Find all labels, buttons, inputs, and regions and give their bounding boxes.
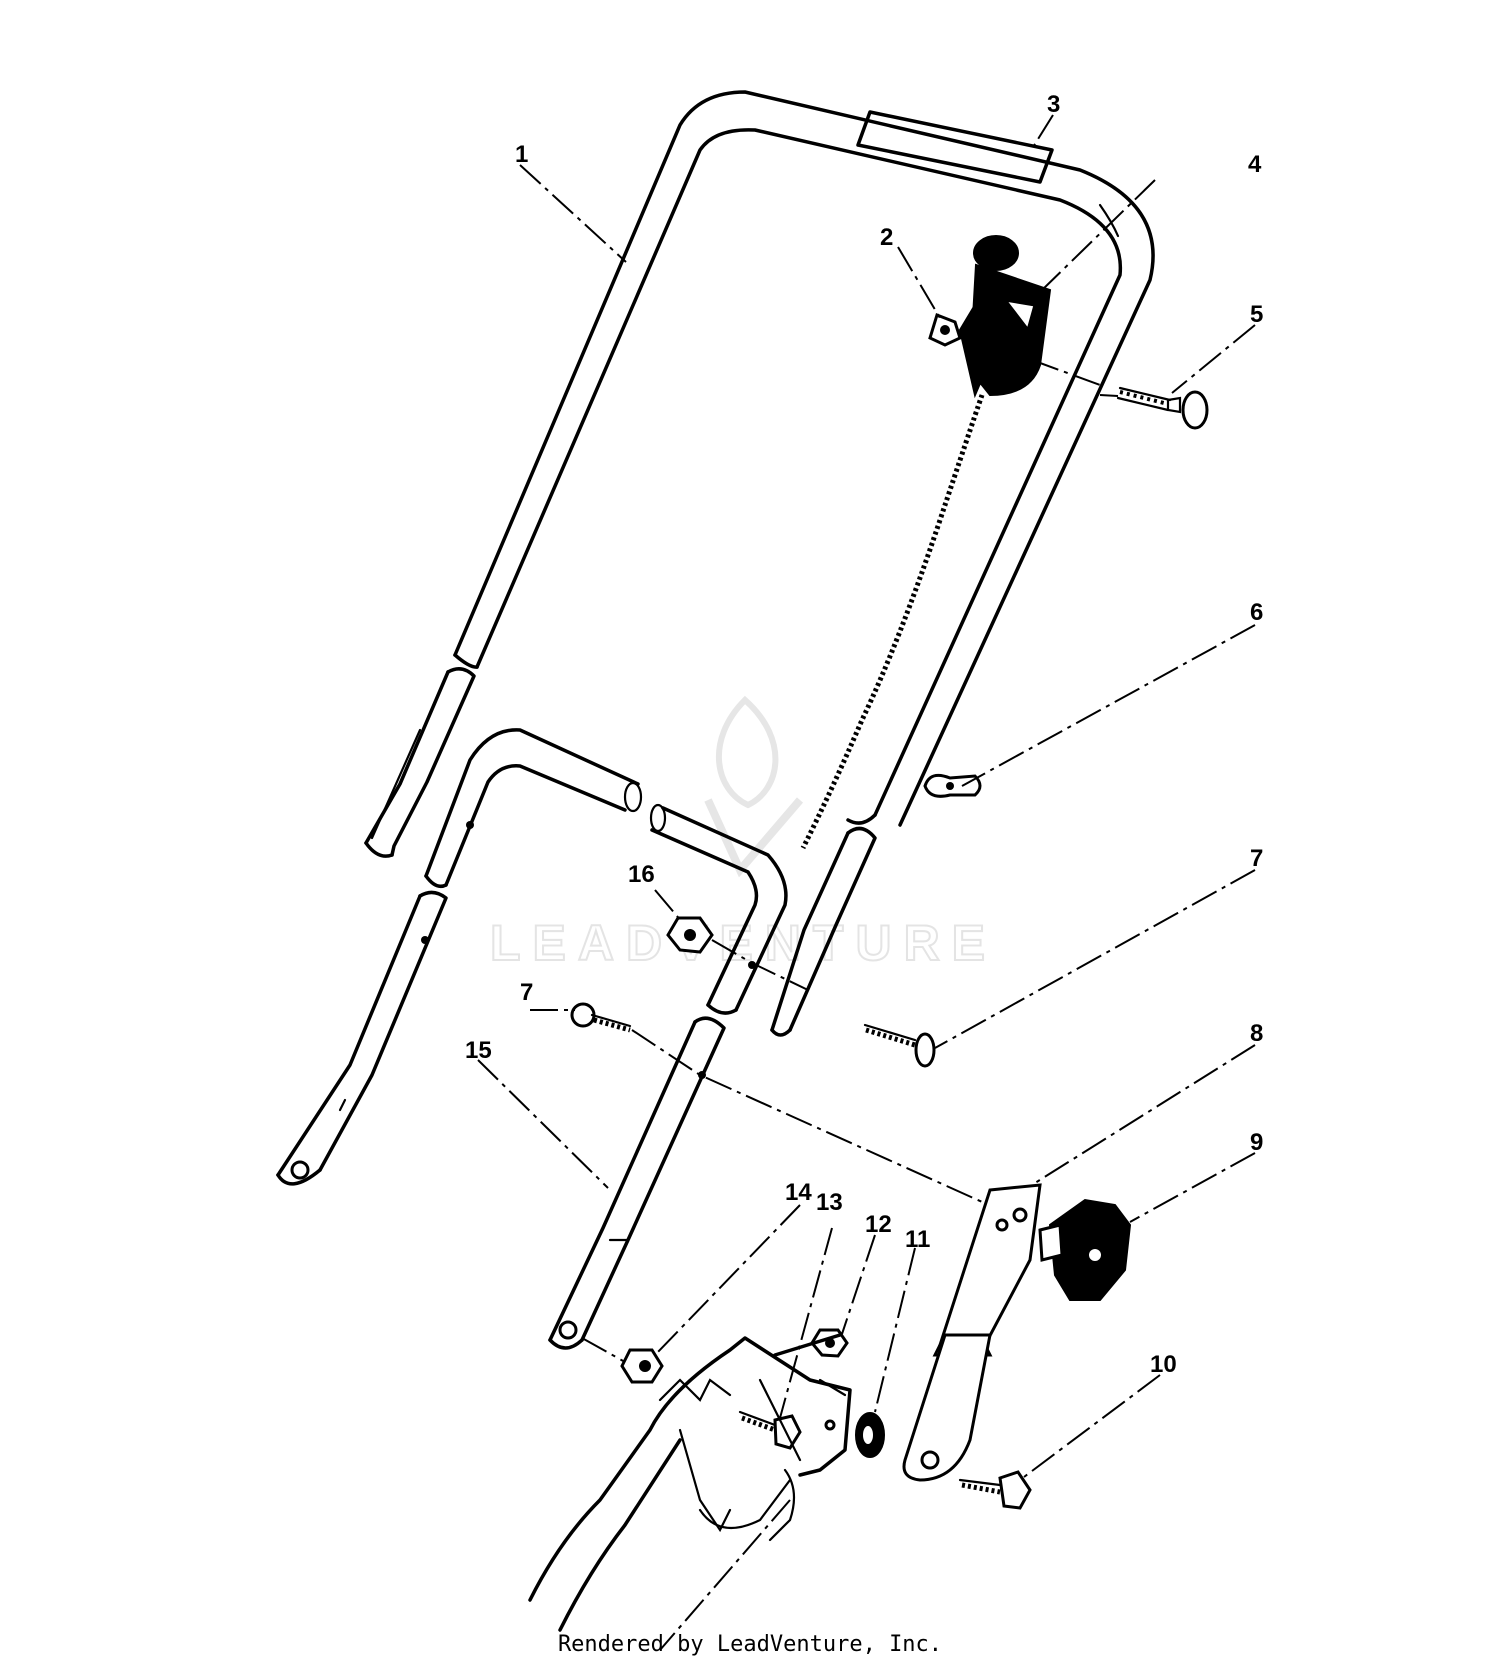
cable-tie-6 (923, 773, 982, 798)
callout-5: 5 (1250, 301, 1263, 328)
callout-2: 2 (880, 224, 893, 251)
callout-3: 3 (1047, 91, 1060, 118)
leader-lines (477, 114, 1256, 1481)
callout-15: 15 (465, 1037, 492, 1064)
callout-11: 11 (905, 1226, 930, 1253)
nut-14 (581, 1337, 664, 1384)
callout-4: 4 (1248, 151, 1262, 178)
deck-bracket (528, 1333, 852, 1651)
callout-12: 12 (865, 1211, 892, 1238)
callout-7-right: 7 (1250, 845, 1263, 872)
spacer-11 (855, 1412, 885, 1458)
callout-10: 10 (1150, 1351, 1177, 1378)
nut-2 (928, 313, 962, 347)
nut-16 (666, 916, 809, 991)
callout-6: 6 (1250, 599, 1263, 626)
lower-handle (276, 728, 788, 1350)
bolt-10 (958, 1470, 1032, 1510)
handle-grip (856, 110, 1054, 184)
upper-handle (364, 90, 1155, 1037)
callout-1: 1 (515, 141, 528, 168)
callout-labels: 1 2 3 4 5 6 7 7 8 9 10 11 12 13 14 15 16 (465, 91, 1263, 1378)
callout-16: 16 (628, 861, 655, 888)
knob-9 (1038, 1198, 1132, 1301)
callout-8: 8 (1250, 1020, 1263, 1047)
bracket-8 (902, 1183, 1042, 1482)
callout-13: 13 (816, 1189, 843, 1216)
control-box (800, 235, 1052, 850)
callout-7-left: 7 (520, 979, 533, 1006)
callout-9: 9 (1250, 1129, 1263, 1156)
bolt-7-right (863, 1023, 936, 1068)
callout-14: 14 (785, 1179, 812, 1206)
bolt-7-left (570, 1002, 1001, 1211)
render-credit: Rendered by LeadVenture, Inc. (557, 1632, 943, 1657)
watermark-text: LEADVENTURE (490, 915, 997, 971)
bolt-5 (1031, 359, 1209, 430)
